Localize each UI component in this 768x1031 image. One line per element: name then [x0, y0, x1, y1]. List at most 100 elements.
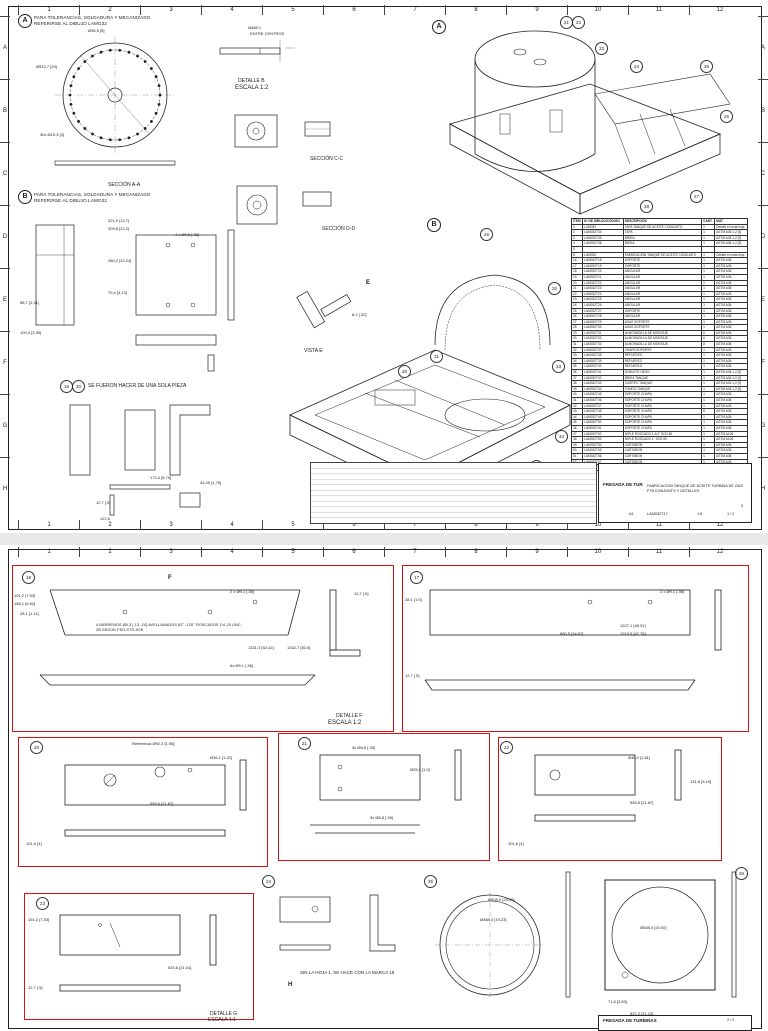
bom-cell: SOPORTE CHAPA	[622, 402, 703, 410]
p20-dim-2: Ø36,1 [1.42]	[210, 755, 233, 760]
tb-dwg-no: LAM032T17	[647, 512, 668, 516]
p21-dim-2: Ø25,4 [1.0]	[410, 767, 430, 772]
bom-cell: 34	[570, 357, 584, 365]
bom-cell: ASTM A36	[714, 346, 748, 354]
bom-cell: SOPORTE CHAPA	[622, 425, 703, 432]
p22-dim-2: 555,6 [21.87]	[630, 800, 654, 805]
bom-cell: SOPORTE CHAPA	[622, 408, 703, 415]
balloon-iso-9: 29	[480, 228, 493, 241]
sheet-separator	[0, 533, 768, 545]
bom-cell: 1	[701, 318, 716, 326]
bolt-hole	[154, 75, 158, 79]
tb-title: FABRICACIÓN TANQUE DE ACEITE TURBINA DE …	[647, 484, 743, 493]
mark-note: SIN LA HOJA 1, SE HACE CON LA MARCA 19	[300, 970, 395, 975]
bom-cell: 18	[570, 268, 584, 275]
bom-cell: 6	[701, 335, 716, 343]
bom-cell: ASTM A36	[714, 324, 748, 331]
balloon-iso-10: 30	[398, 365, 411, 378]
detail-b-dim-2: ENTRE CENTROS	[250, 31, 285, 36]
bom-cell: ASTM A36 1,2 [3]	[714, 380, 748, 387]
bom-cell: 1	[701, 380, 716, 387]
p21-dim-1: 3x Ø8,8 [.35]	[352, 745, 375, 750]
bom-cell: 1	[701, 268, 716, 275]
bom-cell: 32	[570, 346, 584, 354]
bom-cell: FABRICACIÓN TANQUE DE ACEITE CONJUNTO	[622, 251, 703, 259]
balloon-iso-4: 24	[630, 60, 643, 73]
bom-cell: 29	[570, 329, 584, 337]
bom-cell: 1	[701, 301, 716, 309]
bolt-hole	[150, 120, 153, 123]
bolt-hole	[83, 60, 87, 63]
bom-cell: CARTABÓN	[622, 452, 703, 460]
balloon-iso-14: 34	[555, 430, 568, 443]
part-18-drawing	[39, 589, 361, 686]
bom-cell: REFUERZO	[622, 357, 703, 365]
p26-dim-2: 71,8 [2.83]	[608, 999, 627, 1004]
bom-cell: 26	[570, 313, 584, 320]
tb-size: A1	[629, 512, 634, 516]
bom-cell: 36	[570, 369, 584, 376]
detail-b-drawing	[219, 40, 295, 62]
bom-cell: FONDO TANQUE	[622, 385, 703, 393]
bom-cell: ANGULAR	[622, 301, 703, 309]
p18-dim-5: 1282,7 [50.5]	[287, 645, 311, 650]
bom-cell: CARTABÓN	[622, 447, 703, 454]
bolt-hole	[69, 102, 73, 106]
p17-dim-3: 1213,5 [47.78]	[620, 631, 646, 636]
balloon-part-21: 21	[298, 737, 311, 750]
bom-cell: 1	[701, 296, 716, 303]
bolt-hole	[127, 50, 131, 54]
flange-dim-bolt: 30x Ø10,3 [4]	[40, 132, 65, 137]
p23-dim-2: 12,7 [.5]	[28, 985, 43, 990]
note-b-text: PARA TOLERANCIAS, SOLDADURA Y MECANIZADO…	[34, 192, 151, 203]
title-block-sheet-2: FRESADA DE TURBINAS 2 / 2	[598, 1015, 752, 1031]
balloon-iso-7: 27	[690, 190, 703, 203]
p18-dim-7: 6x Ø9,1 [.36]	[230, 663, 253, 668]
bom-cell: ASTM A36	[714, 285, 748, 292]
bom-cell: CUERPO TANQUE	[622, 380, 703, 387]
bom-cell: ASTM A36	[714, 425, 748, 432]
p22-dim-4: 131,8 [5.19]	[690, 779, 712, 784]
bom-cell: 1	[701, 363, 716, 370]
bolt-hole	[143, 60, 147, 63]
cut-note: SE FUERON HACER DE UNA SOLA PIEZA	[88, 383, 187, 389]
bom-cell: ASTM A36	[714, 273, 748, 281]
bom-cell: ANGULAR	[622, 313, 703, 320]
p21-dim-3: 3x Ø8,8 [.35]	[370, 815, 393, 820]
bom-cell: 1	[701, 346, 716, 354]
part-20-detail-box	[18, 737, 268, 867]
bom-cell: ASTM A106	[714, 430, 748, 438]
p25-dim-1: Ø508,0 [20.00]	[488, 897, 515, 902]
p18-dim-6: 2 x Ø9,1 [.36]	[230, 589, 255, 594]
bom-cell: 19	[570, 273, 584, 281]
bom-cell: SOPORTE CHAPA	[622, 419, 703, 426]
view-e-dim: 8,1 [.32]	[352, 312, 367, 317]
bolt-hole	[99, 50, 103, 54]
p18-dim-8: 12,7 [.5]	[354, 591, 369, 596]
balloon-part-20: 20	[30, 741, 43, 754]
balloon-iso-12: 32	[548, 282, 561, 295]
part-dim-2: 309,8 [12,2]	[108, 226, 130, 231]
bolt-hole	[154, 111, 158, 115]
balloon-iso-3: 23	[595, 42, 608, 55]
bom-cell: 1	[701, 452, 716, 460]
f-marker: F	[168, 575, 172, 581]
note-a-text: PARA TOLERANCIAS, SOLDADURA Y MECANIZADO…	[34, 15, 151, 26]
part-dim-10: 122,6	[100, 516, 111, 521]
bom-cell: ASAS SOPORTE	[622, 318, 703, 326]
bolt-hole	[150, 67, 153, 70]
detail-b-label: DETALLE B	[238, 78, 265, 84]
balloon-iso-6: 26	[720, 110, 733, 123]
bom-cell: REFUERZO	[622, 363, 703, 370]
